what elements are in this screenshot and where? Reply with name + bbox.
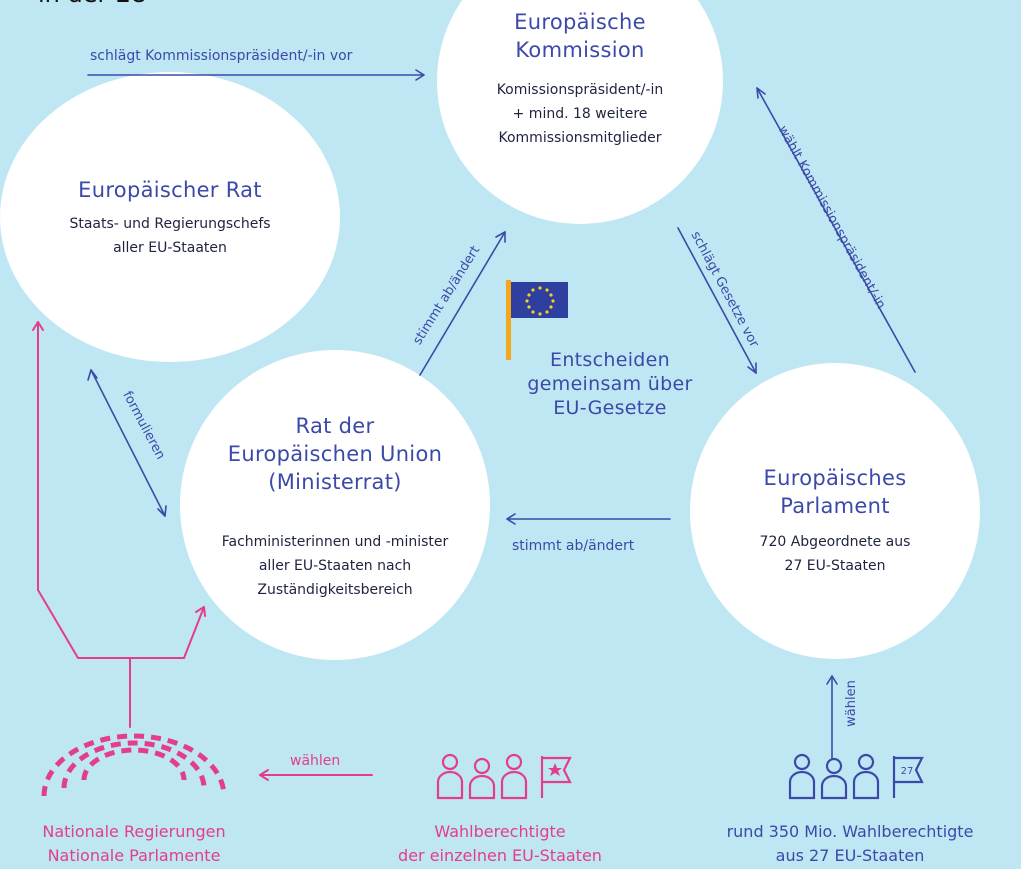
parliament-circle xyxy=(690,363,980,659)
eu-voters-label: rund 350 Mio. Wahlberechtigte aus 27 EU-… xyxy=(682,820,1018,868)
center-line-3: EU-Gesetze xyxy=(553,397,667,419)
people-icon xyxy=(436,753,528,800)
parliament-line-1: 720 Abgeordnete aus xyxy=(759,534,911,550)
parliament-line-2: 27 EU-Staaten xyxy=(784,558,886,574)
commission-title-2: Kommission xyxy=(515,38,645,62)
commission-line-1: Komissionspräsident/-in xyxy=(496,82,664,98)
edge-label-council-to-commission: schlägt Kommissionspräsident/-in vor xyxy=(90,48,353,64)
council-line-1: Staats- und Regierungschefs xyxy=(69,216,271,232)
commission-line-3: Kommissionsmitglieder xyxy=(498,130,662,146)
arrow-parliament-to-eucouncil xyxy=(506,513,671,525)
eu-flag-icon xyxy=(506,280,568,360)
commission-title-1: Europäische xyxy=(514,10,646,34)
national-label: Nationale Regierungen Nationale Parlamen… xyxy=(0,820,268,868)
people-icon xyxy=(788,753,880,800)
national-voters-line-1: Wahlberechtigte xyxy=(434,822,566,841)
center-line-2: gemeinsam über xyxy=(527,373,693,395)
edge-label-voters-to-national: wählen xyxy=(290,753,341,769)
flag-number: 27 xyxy=(901,766,914,777)
national-line-1: Nationale Regierungen xyxy=(42,822,226,841)
council-circle xyxy=(0,72,340,362)
national-voters-label: Wahlberechtigte der einzelnen EU-Staaten xyxy=(355,820,645,868)
council-title: Europäischer Rat xyxy=(78,178,262,202)
header-partial: in der EU xyxy=(38,0,148,8)
arrow-commission-to-parliament xyxy=(677,227,757,374)
eu-voters-line-1: rund 350 Mio. Wahlberechtigte xyxy=(726,822,974,841)
parliament-seats-icon xyxy=(41,733,227,797)
arrow-parliament-to-commission xyxy=(756,87,916,373)
edge-label-parliament-to-eucouncil: stimmt ab/ändert xyxy=(512,538,635,554)
edge-label-voters-to-parliament: wählen xyxy=(843,680,859,727)
eu-council-line-3: Zuständigkeitsbereich xyxy=(257,582,413,598)
eu-council-title-2: Europäischen Union xyxy=(227,442,443,466)
national-line-2: Nationale Parlamente xyxy=(47,846,221,865)
national-to-councils xyxy=(32,321,206,728)
numbered-flag-icon: 27 xyxy=(892,756,924,798)
eu-voters-line-2: aus 27 EU-Staaten xyxy=(775,846,925,865)
eu-council-line-2: aller EU-Staaten nach xyxy=(258,558,412,574)
arrow-eucouncil-to-commission xyxy=(419,231,506,376)
arrow-voters-to-national xyxy=(259,769,373,781)
national-voters-line-2: der einzelnen EU-Staaten xyxy=(398,846,602,865)
center-line-1: Entscheiden xyxy=(550,349,670,371)
council-line-2: aller EU-Staaten xyxy=(113,240,227,256)
arrow-council-to-commission xyxy=(87,69,425,81)
arrow-council-eucouncil xyxy=(87,369,167,517)
commission-circle xyxy=(437,0,723,224)
star-flag-icon xyxy=(540,756,572,798)
eu-council-circle xyxy=(180,350,490,660)
eu-council-line-1: Fachministerinnen und -minister xyxy=(221,534,449,550)
eu-council-title-1: Rat der xyxy=(295,414,375,438)
parliament-title-1: Europäisches xyxy=(763,466,907,490)
commission-line-2: + mind. 18 weitere xyxy=(512,106,648,122)
eu-council-title-3: (Ministerrat) xyxy=(268,470,402,494)
arrow-voters-to-parliament xyxy=(826,675,838,759)
parliament-title-2: Parlament xyxy=(780,494,890,518)
